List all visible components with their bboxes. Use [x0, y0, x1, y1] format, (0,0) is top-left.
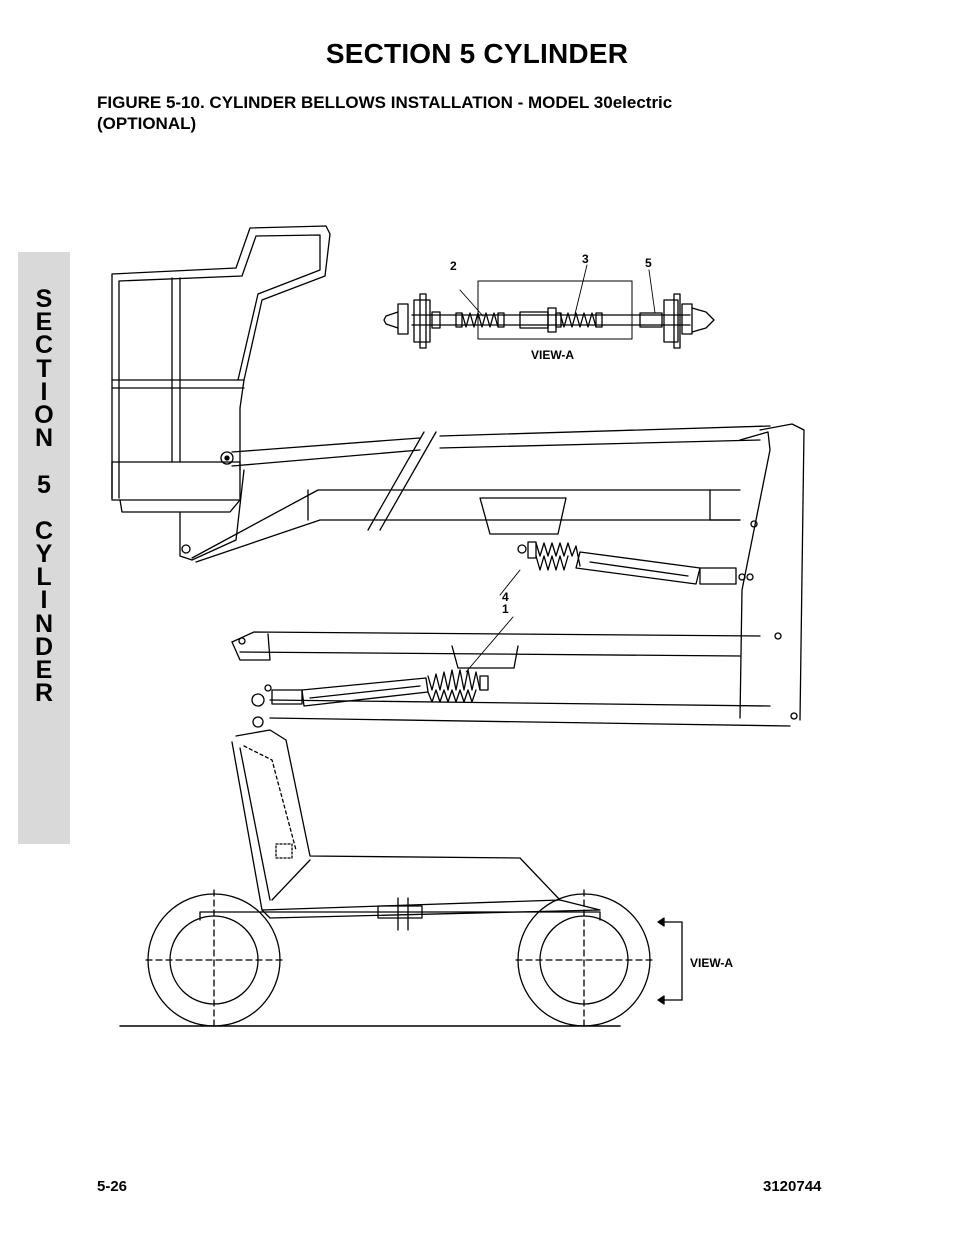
- side-tab-letter: S: [35, 285, 53, 313]
- callout-4: 4: [502, 590, 509, 604]
- left-wheel: [145, 889, 283, 1031]
- upper-boom: [191, 423, 805, 721]
- figure-title: FIGURE 5-10. CYLINDER BELLOWS INSTALLATI…: [97, 92, 797, 134]
- side-tab-letter: L: [36, 563, 52, 592]
- page-number: 5-26: [97, 1178, 128, 1195]
- callout-1: 1: [502, 602, 509, 616]
- chassis-wheels: [119, 889, 653, 1031]
- document-number: 3120744: [763, 1178, 822, 1195]
- side-tab-letter: N: [34, 609, 54, 638]
- side-tab-letter: O: [34, 400, 54, 429]
- side-tab-letter: E: [35, 656, 53, 684]
- side-tab-letter: T: [36, 354, 52, 383]
- view-a-label-side: VIEW-A: [690, 956, 733, 970]
- side-tab-letter: N: [34, 424, 54, 453]
- view-a-bellows-left: [455, 312, 505, 328]
- side-tab-letter: 5: [37, 470, 51, 499]
- side-tab-letter: R: [34, 679, 54, 708]
- upper-cylinder-bellows: [517, 541, 746, 585]
- view-a-inset: 2 3 5 VIEW-A: [383, 252, 715, 362]
- side-tab-letter: I: [40, 586, 48, 615]
- lower-boom: [231, 520, 798, 728]
- platform-basket: [111, 225, 331, 561]
- side-tab-letter: E: [35, 308, 53, 337]
- view-a-bellows-right: [555, 312, 603, 328]
- turntable-mast: [231, 729, 601, 919]
- callout-5: 5: [645, 256, 652, 270]
- figure-title-line1: FIGURE 5-10. CYLINDER BELLOWS INSTALLATI…: [97, 93, 673, 112]
- lower-cylinder-bellows: 4 1: [264, 569, 521, 707]
- side-tab-letter: C: [34, 331, 54, 360]
- side-tab-letter: C: [34, 516, 54, 545]
- side-tab-letter: I: [40, 377, 48, 406]
- side-tab-letter: D: [34, 632, 54, 661]
- callout-3: 3: [582, 252, 589, 266]
- section-title: SECTION 5 CYLINDER: [325, 38, 629, 69]
- side-tab-letter: Y: [35, 540, 53, 569]
- view-a-indicator: VIEW-A: [657, 917, 733, 1005]
- figure-title-line2: (OPTIONAL): [97, 114, 197, 133]
- callout-2: 2: [450, 259, 457, 273]
- view-a-label-top: VIEW-A: [531, 348, 574, 362]
